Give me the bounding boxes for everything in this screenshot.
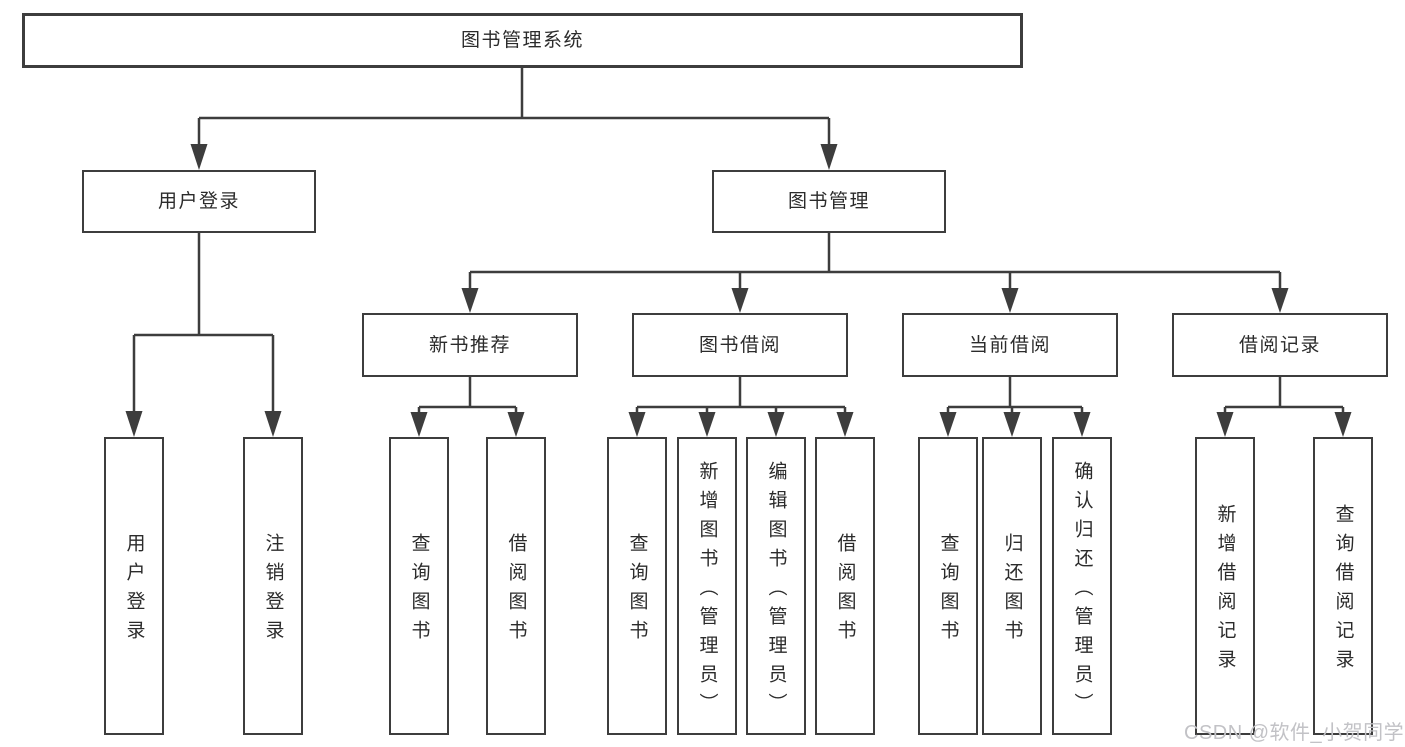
leaf-user-login: 用户登录: [104, 437, 164, 735]
leaf-add-book-admin: 新增图书（管理员）: [677, 437, 737, 735]
leaf-query-book-current: 查询图书: [918, 437, 978, 735]
leaf-query-book-recommend: 查询图书: [389, 437, 449, 735]
node-book-borrow: 图书借阅: [632, 313, 848, 377]
leaf-return-book: 归还图书: [982, 437, 1042, 735]
node-current-borrow: 当前借阅: [902, 313, 1118, 377]
leaf-borrow-book-recommend: 借阅图书: [486, 437, 546, 735]
node-library-management-system: 图书管理系统: [22, 13, 1023, 68]
leaf-borrow-book: 借阅图书: [815, 437, 875, 735]
leaf-add-borrow-record: 新增借阅记录: [1195, 437, 1255, 735]
leaf-query-book-borrow: 查询图书: [607, 437, 667, 735]
node-new-book-recommend: 新书推荐: [362, 313, 578, 377]
leaf-logout-login: 注销登录: [243, 437, 303, 735]
watermark: CSDN @软件_小贺同学: [1184, 722, 1405, 744]
leaf-query-borrow-record: 查询借阅记录: [1313, 437, 1373, 735]
node-book-management: 图书管理: [712, 170, 946, 233]
leaf-confirm-return-admin: 确认归还（管理员）: [1052, 437, 1112, 735]
node-user-login: 用户登录: [82, 170, 316, 233]
leaf-edit-book-admin: 编辑图书（管理员）: [746, 437, 806, 735]
node-borrow-records: 借阅记录: [1172, 313, 1388, 377]
